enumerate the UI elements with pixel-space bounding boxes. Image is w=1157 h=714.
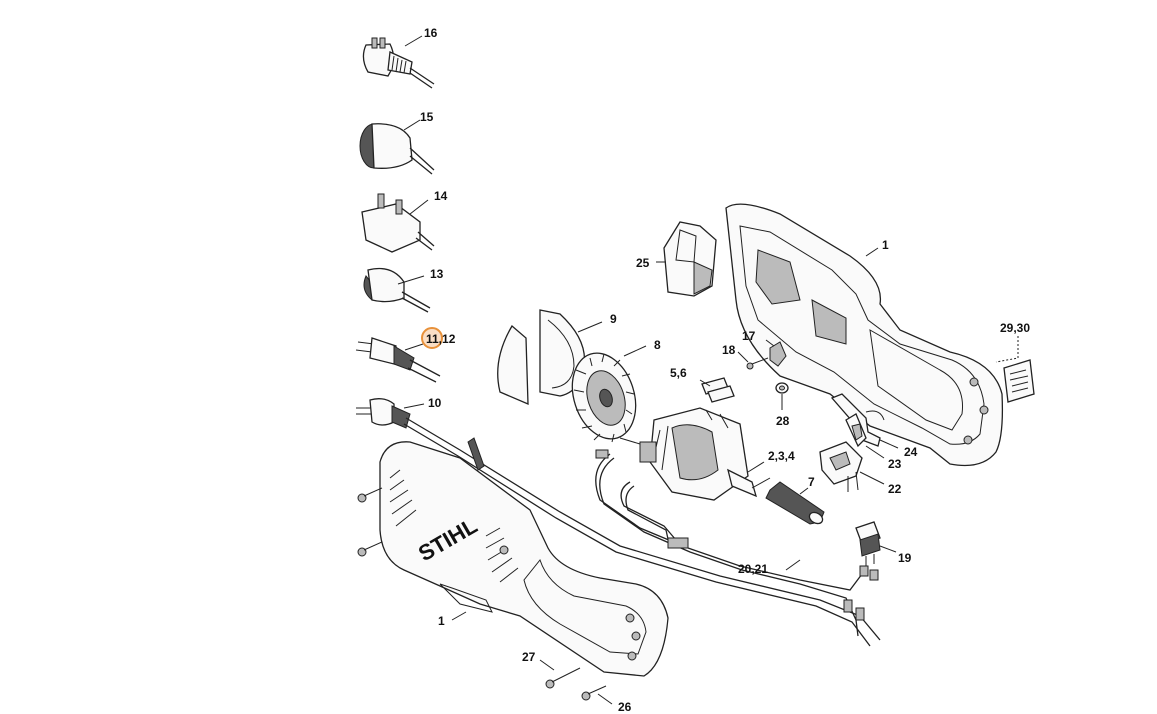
label-part-7[interactable]: 7	[808, 475, 815, 489]
label-part-9[interactable]: 9	[610, 312, 617, 326]
selected-part-highlight	[421, 327, 443, 349]
label-part-15[interactable]: 15	[420, 110, 434, 124]
label-part-18[interactable]: 18	[722, 343, 736, 357]
part-5-6-carbon-brush[interactable]	[699, 377, 735, 403]
part-7-sleeve[interactable]	[765, 481, 825, 526]
part-22-switch-block[interactable]	[819, 441, 885, 492]
part-25-bracket[interactable]	[656, 221, 717, 297]
label-part-10[interactable]: 10	[428, 396, 442, 410]
label-part-22[interactable]: 22	[888, 482, 902, 496]
part-18-screw[interactable]	[737, 351, 769, 370]
part-17-clip[interactable]	[765, 339, 787, 367]
part-1-housing-left[interactable]: STIHL	[379, 437, 669, 677]
part-29-30-label[interactable]	[995, 336, 1035, 403]
label-part-1-bottom[interactable]: 1	[438, 614, 445, 628]
label-part-16[interactable]: 16	[424, 26, 438, 40]
label-part-26[interactable]: 26	[618, 700, 632, 714]
label-part-28[interactable]: 28	[776, 414, 790, 428]
part-15-plug[interactable]	[359, 119, 435, 175]
label-part-20-21[interactable]: 20,21	[738, 562, 769, 576]
label-part-25[interactable]: 25	[636, 256, 650, 270]
label-part-29-30[interactable]: 29,30	[1000, 321, 1031, 335]
part-14-plug[interactable]	[361, 193, 435, 253]
label-part-13[interactable]: 13	[430, 267, 444, 281]
part-1-housing-right[interactable]	[725, 203, 1004, 467]
label-part-2-3-4[interactable]: 2,3,4	[768, 449, 795, 463]
housing-screw-upper[interactable]	[357, 487, 383, 503]
label-part-14[interactable]: 14	[434, 189, 448, 203]
label-part-19[interactable]: 19	[898, 551, 912, 565]
part-11-12-plug[interactable]	[355, 337, 441, 383]
part-20-21-wiring[interactable]	[595, 449, 879, 637]
label-part-17[interactable]: 17	[742, 329, 756, 343]
part-28-washer[interactable]	[775, 382, 789, 410]
part-16-plug[interactable]	[362, 35, 435, 89]
label-part-11-12[interactable]: 11,12	[426, 332, 456, 346]
part-19-rocker-switch[interactable]	[855, 521, 897, 566]
part-13-plug[interactable]	[363, 267, 431, 313]
part-8-fan-wheel[interactable]	[562, 345, 647, 447]
part-23-switch-part[interactable]	[845, 413, 885, 459]
label-part-1-top[interactable]: 1	[882, 238, 889, 252]
part-27-screw[interactable]	[539, 659, 581, 689]
label-part-24[interactable]: 24	[904, 445, 918, 459]
label-part-23[interactable]: 23	[888, 457, 902, 471]
label-part-5-6[interactable]: 5,6	[670, 366, 687, 380]
label-part-27[interactable]: 27	[522, 650, 536, 664]
label-part-8[interactable]: 8	[654, 338, 661, 352]
part-26-screw[interactable]	[581, 685, 613, 705]
housing-screw-lower[interactable]	[357, 541, 383, 557]
part-2-3-4-motor[interactable]	[619, 407, 771, 501]
